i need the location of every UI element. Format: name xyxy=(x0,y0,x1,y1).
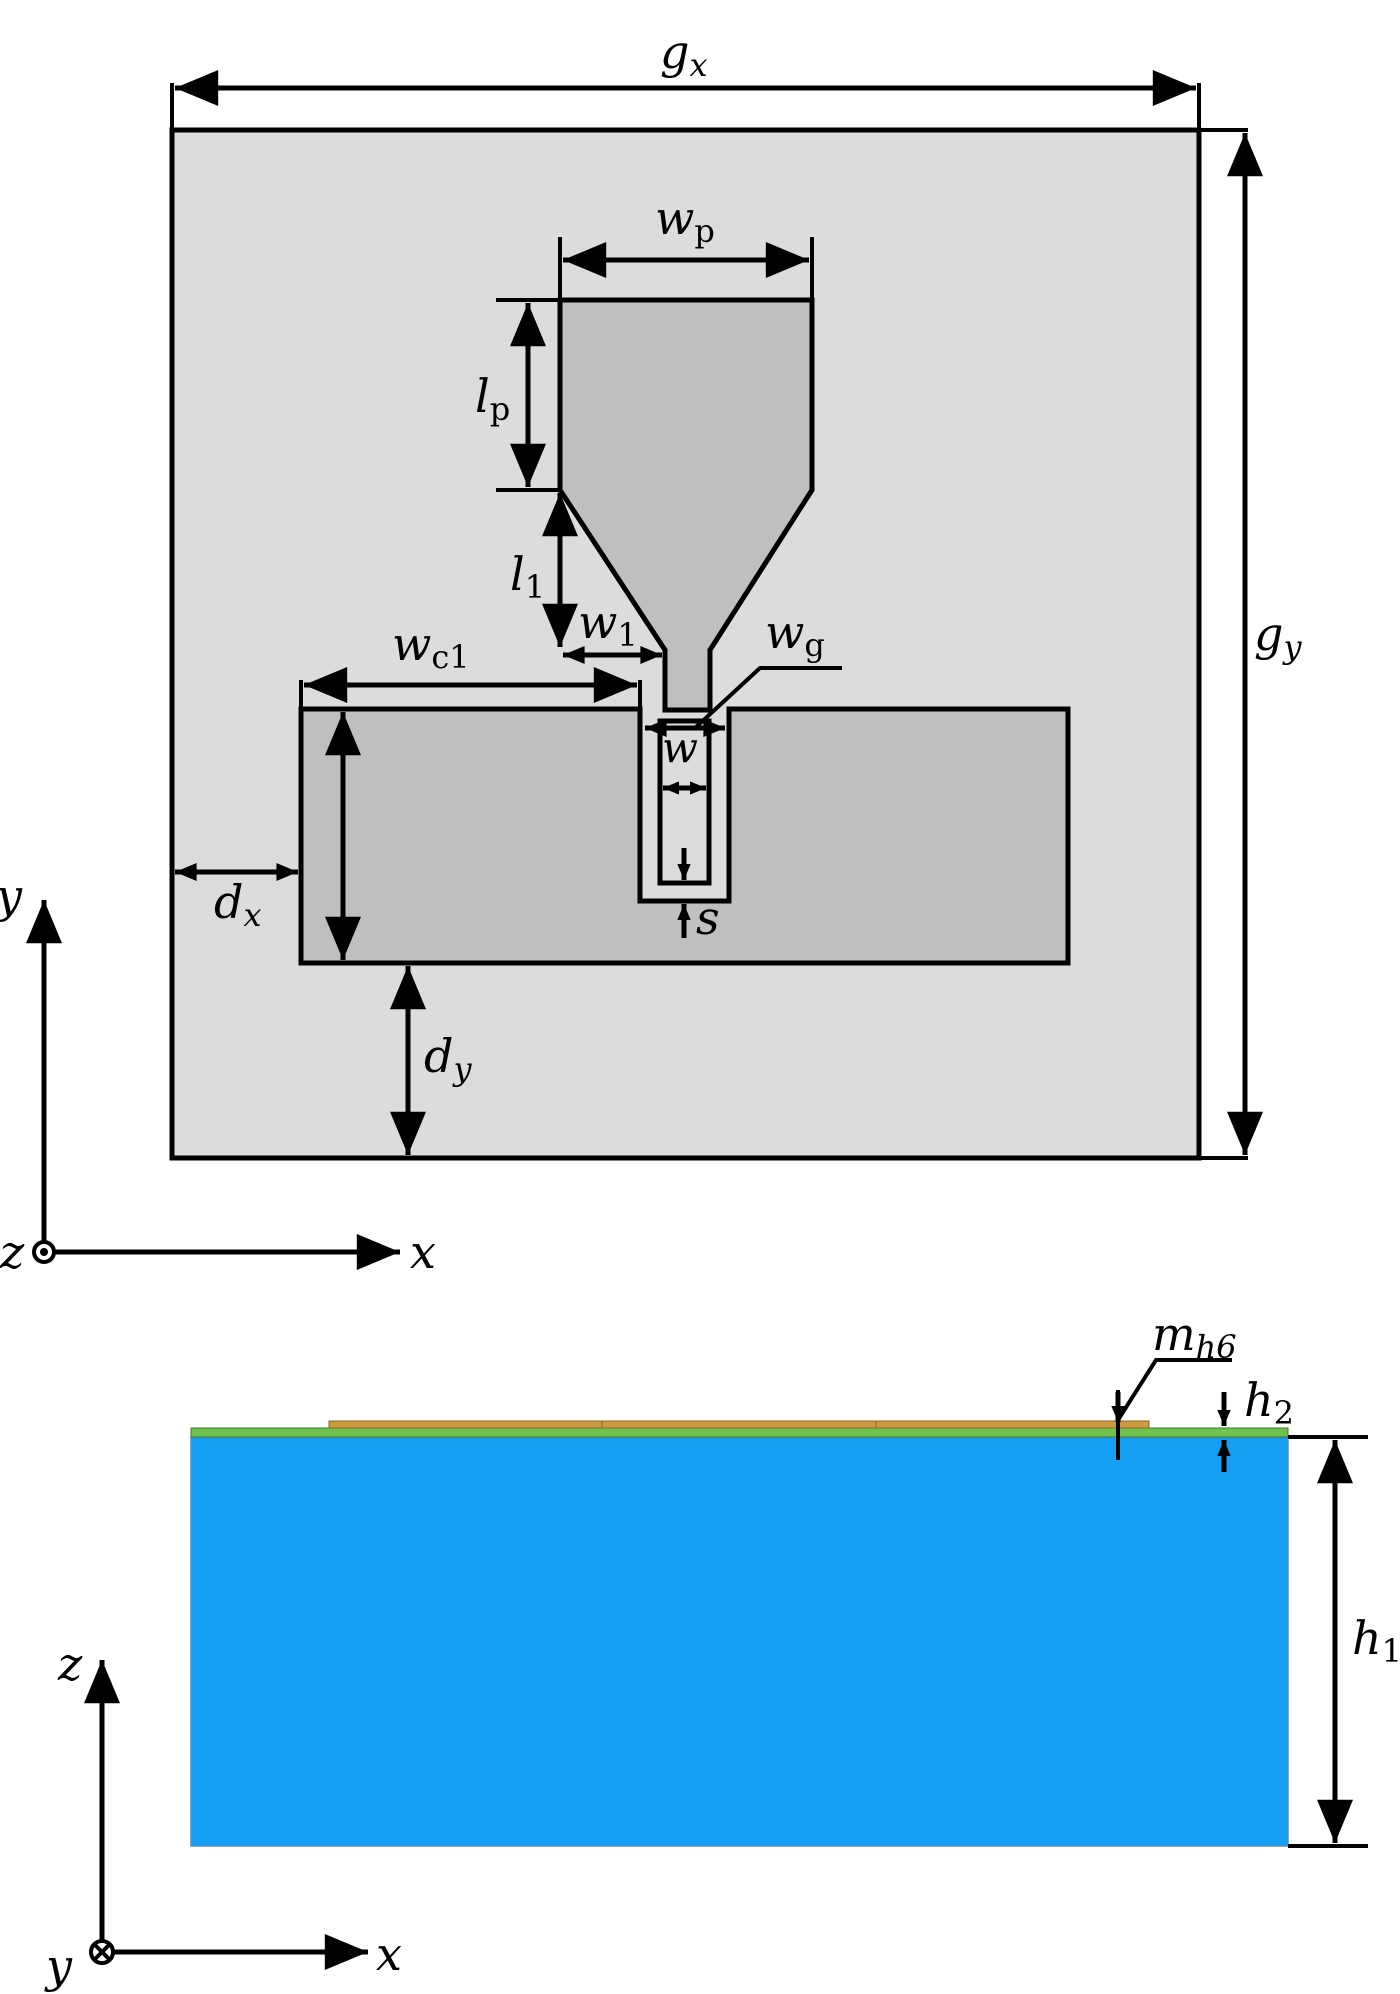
top-axis-y-label: y xyxy=(0,869,23,923)
s-label: s xyxy=(696,891,720,945)
w1-label: w1 xyxy=(578,595,638,654)
substrate-layer xyxy=(190,1436,1289,1847)
mh6-leader xyxy=(1116,1358,1232,1422)
h1-label: h1 xyxy=(1352,1611,1400,1670)
mh6-label: mh6 xyxy=(1152,1307,1237,1366)
metal-layer xyxy=(328,1420,1150,1429)
l1-label: l1 xyxy=(510,547,545,606)
wp-label: wp xyxy=(655,191,715,250)
dx-label: dx xyxy=(214,875,262,934)
coupling-patch xyxy=(298,706,1071,966)
top-axis-x-label: x xyxy=(410,1225,436,1279)
side-view: mh6 h2 h1 xyxy=(190,1307,1400,1848)
bottom-axis-x-label: x xyxy=(376,1927,402,1981)
gx-label: gx xyxy=(660,25,708,84)
wg-label: wg xyxy=(765,605,825,664)
thin-layer xyxy=(190,1427,1289,1438)
bottom-axes: z x y xyxy=(44,1637,402,1993)
bottom-axis-z-label: z xyxy=(57,1637,83,1691)
w-label: w xyxy=(662,723,698,772)
top-axes: y x z xyxy=(0,869,436,1279)
top-axis-z-label: z xyxy=(0,1225,25,1279)
wc1-label: wc1 xyxy=(392,617,470,676)
lp-label: lp xyxy=(475,369,510,428)
top-view: gx gy wp lp l1 w1 wc1 wg w xyxy=(169,25,1302,1161)
top-axis-z-dot xyxy=(40,1248,48,1256)
bottom-axis-y-cross-b xyxy=(93,1943,111,1961)
gy-label: gy xyxy=(1254,607,1302,666)
bottom-axis-y-label: y xyxy=(44,1939,73,1993)
wg-leader xyxy=(693,666,842,730)
dy-label: dy xyxy=(424,1029,472,1088)
h2-label: h2 xyxy=(1244,1373,1294,1432)
